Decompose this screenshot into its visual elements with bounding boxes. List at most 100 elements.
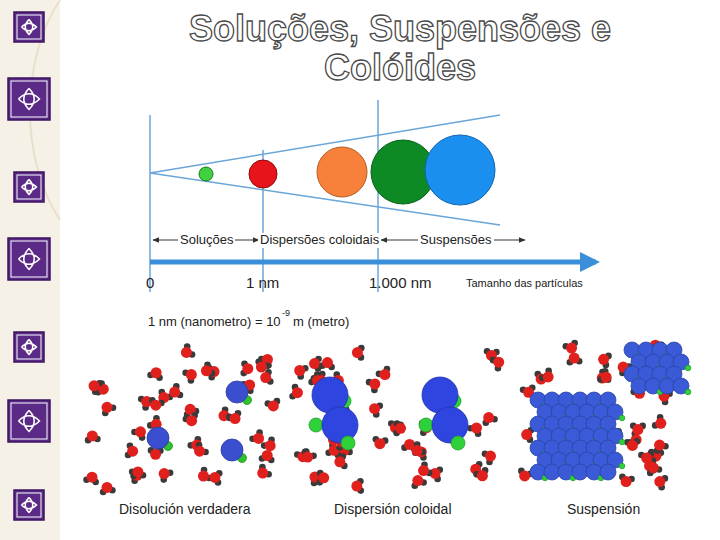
- water-molecule: [652, 414, 666, 429]
- panel-caption: Suspensión: [567, 501, 640, 517]
- water-molecule: [467, 422, 482, 437]
- oxygen-atom: [89, 380, 100, 391]
- water-molecule: [366, 378, 381, 393]
- water-molecule: [226, 410, 241, 424]
- oxygen-atom: [132, 466, 143, 477]
- knot-frame: [17, 493, 41, 517]
- oxygen-atom: [477, 470, 488, 481]
- oxygen-atom: [265, 440, 276, 451]
- knot-square: [14, 172, 44, 202]
- oxygen-atom: [485, 451, 496, 462]
- oxygen-atom: [127, 446, 138, 457]
- water-molecule: [131, 426, 146, 441]
- water-molecule: [302, 448, 317, 462]
- water-molecule: [83, 472, 99, 486]
- colloid-atom: [451, 436, 465, 450]
- oxygen-atom: [566, 343, 577, 354]
- oxygen-atom: [601, 372, 612, 383]
- knot-ground: [8, 238, 50, 280]
- oxygen-atom: [230, 413, 241, 424]
- oxygen-atom: [641, 453, 652, 464]
- knot-ground: [14, 332, 44, 362]
- oxygen-atom: [87, 430, 98, 441]
- particle-circle: [249, 160, 277, 188]
- suspension-particle: [544, 464, 560, 480]
- water-molecule: [351, 478, 364, 494]
- oxygen-atom: [150, 449, 161, 460]
- suspension-particle: [631, 378, 647, 394]
- knot-column: [8, 12, 50, 520]
- oxygen-atom: [627, 440, 638, 451]
- knot-frame: [17, 175, 41, 199]
- knot-ground: [14, 172, 44, 202]
- range-label: Dispersões coloidais: [258, 233, 381, 248]
- unit-note: 1 nm (nanometro) = 10: [148, 315, 281, 330]
- oxygen-atom: [186, 415, 197, 426]
- water-molecule: [159, 468, 174, 483]
- knot-square: [14, 332, 44, 362]
- knot-square: [14, 490, 44, 520]
- suspension-atom: [685, 365, 691, 371]
- oxygen-atom: [159, 468, 170, 479]
- water-molecule: [352, 345, 365, 361]
- oxygen-atom: [268, 400, 279, 411]
- water-molecule: [412, 441, 427, 456]
- size-axis: [150, 260, 596, 265]
- water-molecule: [654, 440, 669, 454]
- oxygen-atom: [483, 412, 494, 423]
- panel-caption: Disolución verdadera: [119, 501, 251, 517]
- oxygen-atom: [181, 347, 192, 358]
- water-molecule: [125, 443, 138, 459]
- water-molecule: [418, 461, 432, 476]
- water-molecule: [240, 360, 253, 376]
- oxygen-atom: [412, 475, 423, 486]
- water-molecule: [183, 412, 198, 426]
- water-molecule: [624, 438, 640, 451]
- molecule-illustration: [83, 340, 691, 496]
- water-molecule: [149, 397, 165, 411]
- oxygen-atom: [135, 426, 146, 437]
- oxygen-atom: [621, 476, 632, 487]
- water-molecule: [483, 412, 498, 426]
- oxygen-atom: [654, 476, 665, 487]
- oxygen-atom: [655, 418, 666, 429]
- water-molecule: [289, 384, 303, 400]
- oxygen-atom: [493, 357, 504, 368]
- water-molecule: [598, 353, 612, 369]
- suspension-particle: [572, 464, 588, 480]
- axis-origin-line: [149, 115, 151, 292]
- knot-frame: [11, 81, 47, 117]
- oxygen-atom: [519, 470, 530, 481]
- water-molecule: [369, 402, 383, 417]
- solute-ion: [147, 427, 169, 449]
- knot-frame: [11, 403, 47, 439]
- water-molecule: [597, 369, 612, 384]
- oxygen-atom: [369, 403, 380, 414]
- water-molecule: [567, 353, 583, 366]
- water-molecule: [194, 442, 209, 457]
- water-molecule: [147, 367, 163, 381]
- water-molecule: [482, 450, 496, 465]
- axis-tick-label: 0: [146, 274, 154, 291]
- oxygen-atom: [186, 369, 197, 380]
- water-molecule: [393, 420, 406, 436]
- suspension-atom: [619, 415, 625, 421]
- range-label: Suspensões: [418, 233, 494, 248]
- oxygen-atom: [257, 468, 268, 479]
- oxygen-atom: [253, 433, 264, 444]
- knot-pattern: [22, 180, 37, 195]
- oxygen-atom: [302, 452, 313, 463]
- water-molecule: [260, 369, 273, 385]
- water-molecule: [539, 368, 554, 383]
- oxygen-atom: [418, 465, 429, 476]
- knot-square: [8, 238, 50, 280]
- oxygen-atom: [169, 387, 180, 398]
- oxygen-atom: [598, 354, 609, 365]
- particle-circle: [199, 167, 213, 181]
- knot-pattern: [19, 411, 40, 432]
- slide-title: Soluções, Suspensões e Colóides: [140, 10, 660, 88]
- knot-ground: [14, 490, 44, 520]
- oxygen-atom: [102, 482, 113, 493]
- oxygen-atom: [412, 445, 423, 456]
- water-molecule: [473, 467, 488, 481]
